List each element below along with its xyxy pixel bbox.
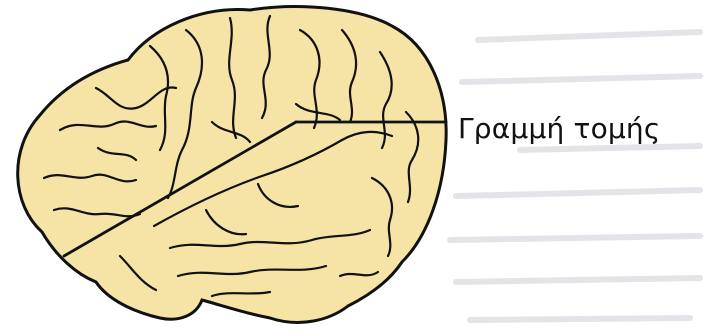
brain-icon xyxy=(18,7,446,323)
section-line-label: Γραμμή τομής xyxy=(458,112,661,146)
